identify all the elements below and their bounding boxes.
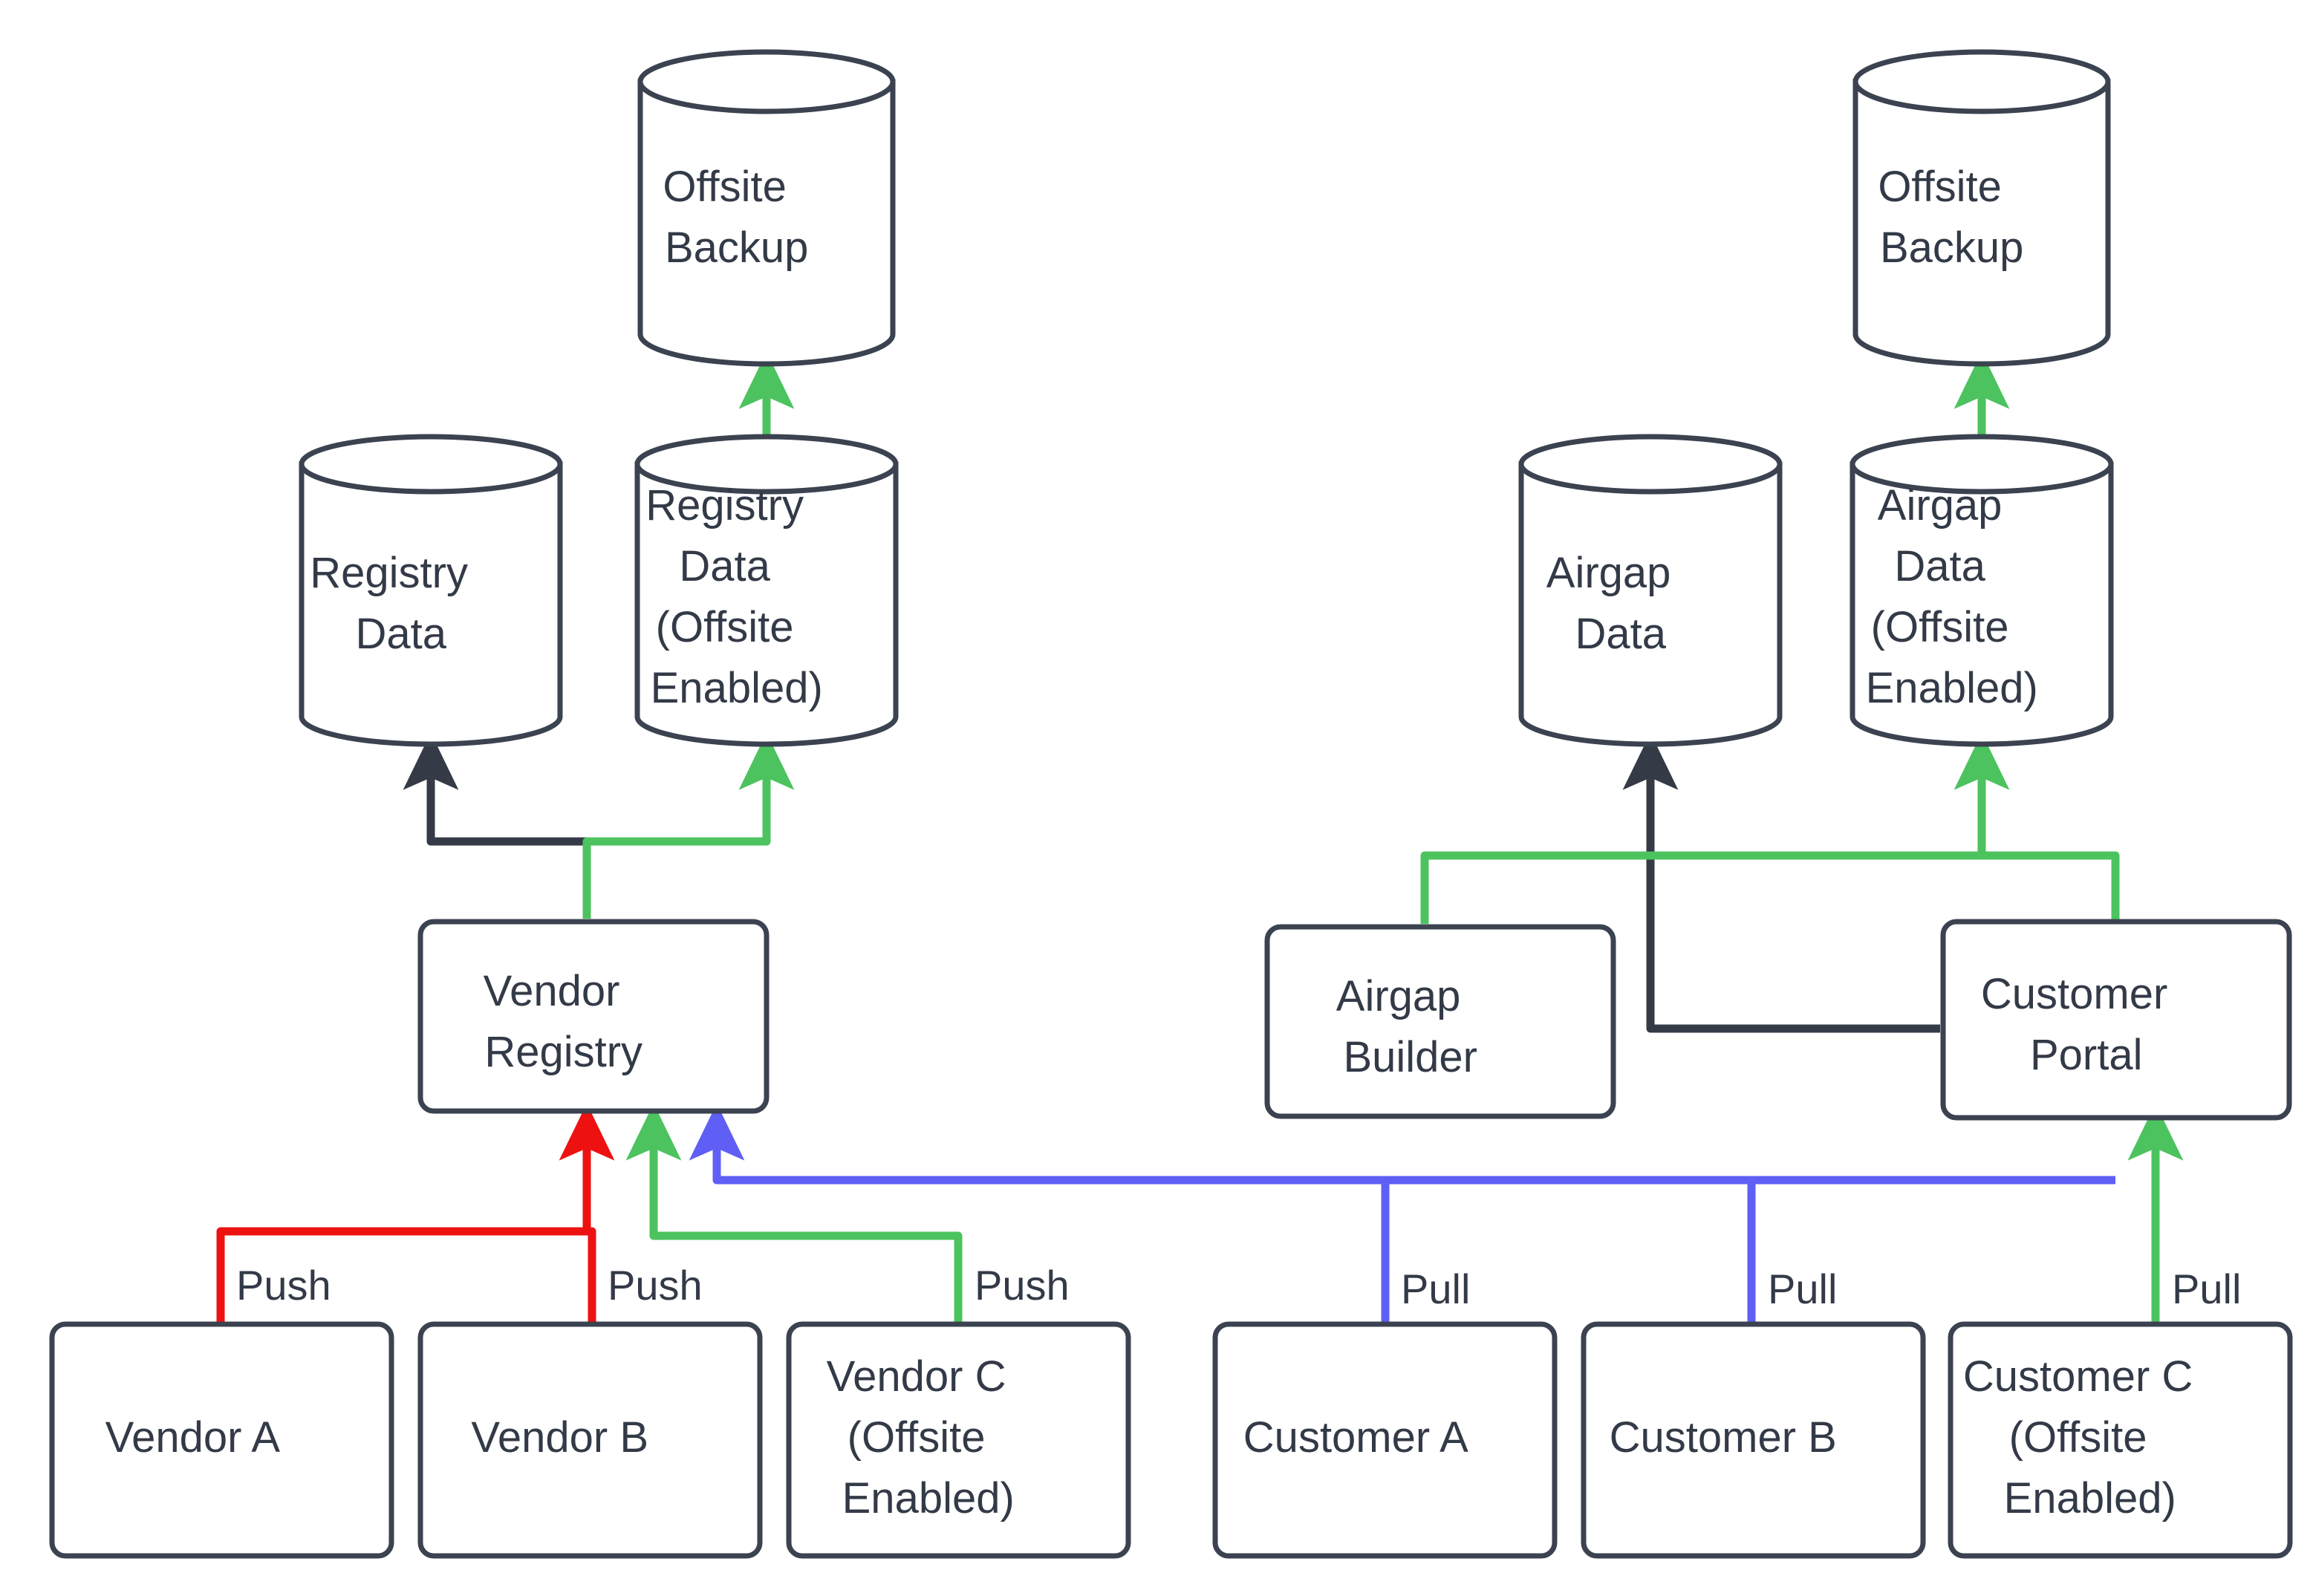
edge-label-vendor-b-push: Push: [608, 1262, 703, 1309]
edge-vendor-registry-to-registry-data: [403, 732, 591, 919]
node-label-customer-b: Customer B: [1610, 1413, 1897, 1462]
node-label-vendor-a: Vendor A: [105, 1413, 338, 1462]
node-customer-a[interactable]: Customer A: [1212, 1321, 1558, 1559]
edge-airgap-builder-to-airgap-data-offsite: [1420, 732, 2010, 924]
edge-label-customer-a-pull: Pull: [1401, 1266, 1470, 1312]
node-label-vendor-c: Vendor C (Offsite Enabled): [827, 1352, 1090, 1522]
node-vendor-registry[interactable]: Vendor Registry: [417, 919, 770, 1114]
node-label-registry-data-offsite: Registry Data (Offsite Enabled): [645, 481, 888, 712]
edge-label-customer-b-pull: Pull: [1768, 1266, 1837, 1312]
edge-customer-portal-to-airgap-data: [1622, 732, 1940, 1033]
edge-label-vendor-c-push: Push: [975, 1262, 1070, 1309]
edge-customer-portal-to-airgap-data-offsite: [1977, 760, 2120, 924]
node-vendor-a[interactable]: Vendor A: [49, 1321, 394, 1559]
node-airgap-data-offsite[interactable]: Airgap Data (Offsite Enabled): [1850, 434, 2114, 747]
node-label-customer-portal: Customer Portal: [1981, 970, 2251, 1079]
node-airgap-builder[interactable]: Airgap Builder: [1264, 924, 1616, 1119]
node-customer-c[interactable]: Customer C (Offsite Enabled): [1948, 1321, 2293, 1559]
node-registry-data-offsite[interactable]: Registry Data (Offsite Enabled): [634, 434, 899, 747]
node-registry-data[interactable]: Registry Data: [299, 434, 563, 747]
node-airgap-data[interactable]: Airgap Data: [1518, 434, 1783, 747]
edge-vendor-b-push: [582, 1131, 596, 1322]
node-vendor-b[interactable]: Vendor B: [417, 1321, 763, 1559]
node-label-vendor-registry: Vendor Registry: [484, 967, 704, 1076]
node-offsite-backup-right[interactable]: Offsite Backup: [1852, 49, 2111, 367]
edge-label-vendor-a-push: Push: [236, 1262, 331, 1309]
edge-vendor-c-push: [625, 1103, 963, 1322]
node-label-customer-c: Customer C (Offsite Enabled): [1963, 1352, 2277, 1522]
node-customer-portal[interactable]: Customer Portal: [1940, 919, 2292, 1121]
node-label-offsite-backup-left: Offsite Backup: [663, 163, 870, 272]
edge-vendor-registry-to-registry-data-offsite: [582, 732, 795, 919]
node-label-airgap-data-offsite: Airgap Data (Offsite Enabled): [1866, 481, 2098, 712]
edge-label-customer-c-pull: Pull: [2172, 1266, 2241, 1312]
node-label-offsite-backup-right: Offsite Backup: [1878, 163, 2085, 272]
node-vendor-c[interactable]: Vendor C (Offsite Enabled): [786, 1321, 1131, 1559]
edge-customer-portal-to-vendor-registry: [689, 1103, 2115, 1185]
node-label-vendor-b: Vendor B: [471, 1413, 708, 1462]
node-label-airgap-builder: Airgap Builder: [1336, 972, 1544, 1081]
node-label-airgap-data: Airgap Data: [1546, 549, 1754, 658]
node-customer-b[interactable]: Customer B: [1581, 1321, 1926, 1559]
node-offsite-backup-left[interactable]: Offsite Backup: [637, 49, 896, 367]
node-label-customer-a: Customer A: [1243, 1413, 1526, 1462]
node-label-registry-data: Registry Data: [310, 549, 552, 658]
